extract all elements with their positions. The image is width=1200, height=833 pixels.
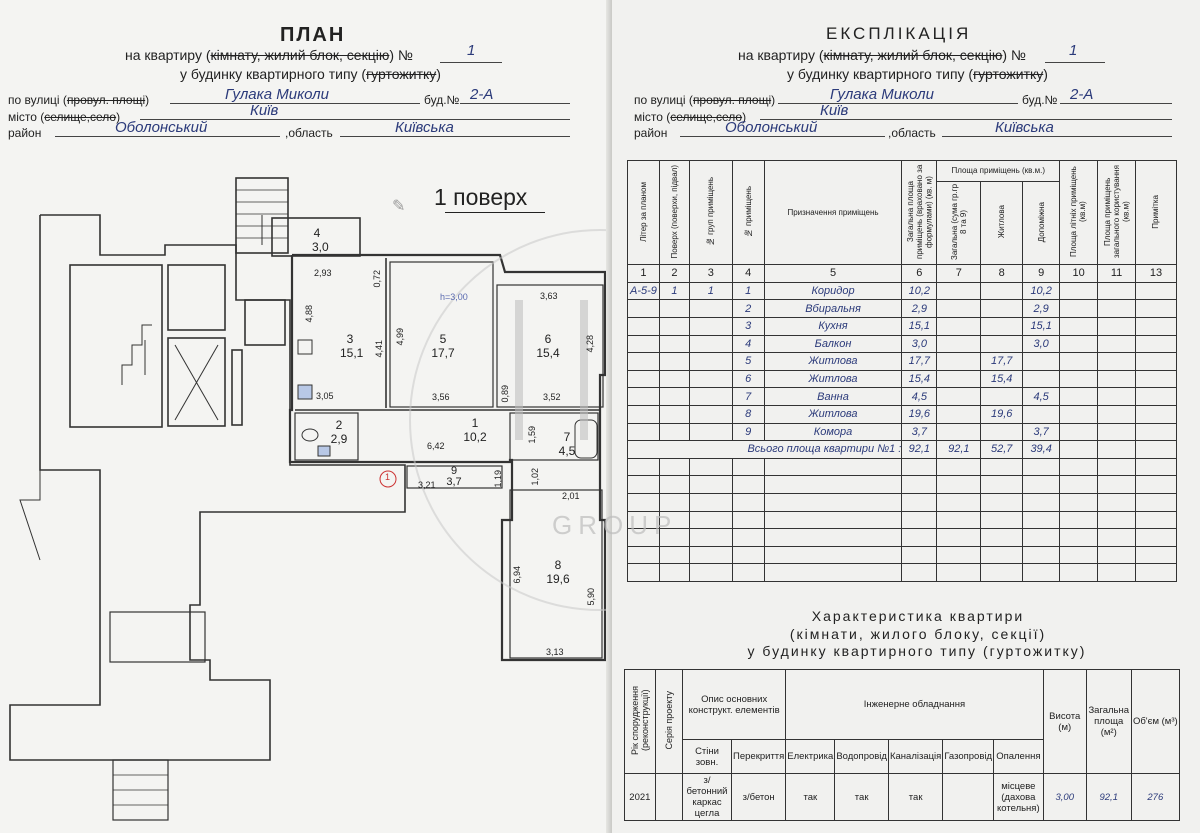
floor-plan-drawing <box>9 177 612 821</box>
explication-district-label: район <box>634 126 668 140</box>
explication-street: Гулака Миколи <box>830 86 934 103</box>
plan-region: Київська <box>395 119 454 136</box>
dim: 2,01 <box>562 491 580 501</box>
explication-street-label: по вулиці (провул. площі) <box>634 93 776 107</box>
plan-region-label: ,область <box>285 126 333 140</box>
dim: 3,63 <box>540 291 558 301</box>
ceiling-height: h=3,00 <box>440 292 468 302</box>
explication-region-label: ,область <box>888 126 936 140</box>
plan-city-label: місто (селище,село) <box>8 110 121 124</box>
plan-number: 1 <box>467 42 476 59</box>
explication-line1: на квартиру (кімнату, жилий блок, секцію… <box>738 47 1026 63</box>
characteristics-title: Характеристика квартири <box>811 608 1025 624</box>
plan-city: Київ <box>250 102 279 119</box>
dim: 3,21 <box>418 480 436 490</box>
plan-street-label: по вулиці (провул. площі) <box>8 93 150 107</box>
dim: 1,19 <box>493 470 503 488</box>
characteristics-subtitle: (кімнати, жилого блоку, секції) <box>789 626 1047 642</box>
plan-building-label: буд.№ <box>424 93 460 107</box>
dim: 6,94 <box>512 566 522 584</box>
explication-city-label: місто (селище,село) <box>634 110 747 124</box>
plan-line2: у будинку квартирного типу (гуртожитку) <box>180 66 441 82</box>
characteristics-subtitle2: у будинку квартирного типу (гуртожитку) <box>747 643 1087 659</box>
plan-sheet: ПЛАН на квартиру (кімнату, жилий блок, с… <box>0 0 612 833</box>
dim: 3,52 <box>543 392 561 402</box>
plan-district: Оболонський <box>115 119 208 136</box>
characteristics-table: Рік спорудження (реконструкції) Серія пр… <box>624 668 1181 821</box>
dim: 2,93 <box>314 268 332 278</box>
plan-street: Гулака Миколи <box>225 86 329 103</box>
empty-row <box>627 475 1177 494</box>
explication-line2: у будинку квартирного типу (гуртожитку) <box>787 66 1048 82</box>
dim: 3,13 <box>546 647 564 657</box>
dim: 0,72 <box>372 270 382 288</box>
dim: 4,99 <box>395 328 405 346</box>
empty-row <box>627 492 1177 512</box>
explication-table: Літер за планом Поверх (поверхи, підвал)… <box>626 159 1177 582</box>
plan-district-label: район <box>8 126 42 140</box>
empty-row <box>627 457 1177 477</box>
dim: 3,56 <box>432 392 450 402</box>
plan-line1: на квартиру (кімнату, жилий блок, секцію… <box>125 47 413 63</box>
dim: 5,90 <box>586 588 596 606</box>
empty-row <box>627 545 1177 565</box>
dim: 3,05 <box>316 391 334 401</box>
watermark-text: GROUP <box>552 510 678 540</box>
explication-title: ЕКСПЛІКАЦІЯ <box>826 24 972 43</box>
characteristics-values-row: 2021 з/бетонний каркас цегла з/бетон так… <box>624 773 1181 821</box>
dim: 0,89 <box>500 385 510 403</box>
empty-row <box>627 528 1177 547</box>
dim: 6,42 <box>427 441 445 451</box>
floor-label: 1 поверх <box>434 184 528 210</box>
explication-city: Київ <box>820 102 849 119</box>
dim: 4,28 <box>585 335 595 353</box>
entrance-marker: 1 <box>385 472 391 482</box>
explication-building-label: буд.№ <box>1022 93 1058 107</box>
blot-icon: ✎ <box>392 198 406 215</box>
empty-row <box>627 563 1177 582</box>
plan-title: ПЛАН <box>280 24 346 46</box>
table-header-row: Літер за планом Поверх (поверхи, підвал)… <box>627 159 1177 266</box>
explication-building: 2-А <box>1070 86 1094 103</box>
explication-number: 1 <box>1069 42 1078 59</box>
explication-region: Київська <box>995 119 1054 136</box>
empty-row <box>627 510 1177 530</box>
dim: 1,02 <box>530 468 540 486</box>
plan-building: 2-А <box>470 86 494 103</box>
dim: 1,59 <box>527 426 537 444</box>
dim: 4,88 <box>304 305 314 323</box>
dim: 4,41 <box>374 340 384 358</box>
explication-district: Оболонський <box>725 119 818 136</box>
top-stairs <box>235 177 289 254</box>
